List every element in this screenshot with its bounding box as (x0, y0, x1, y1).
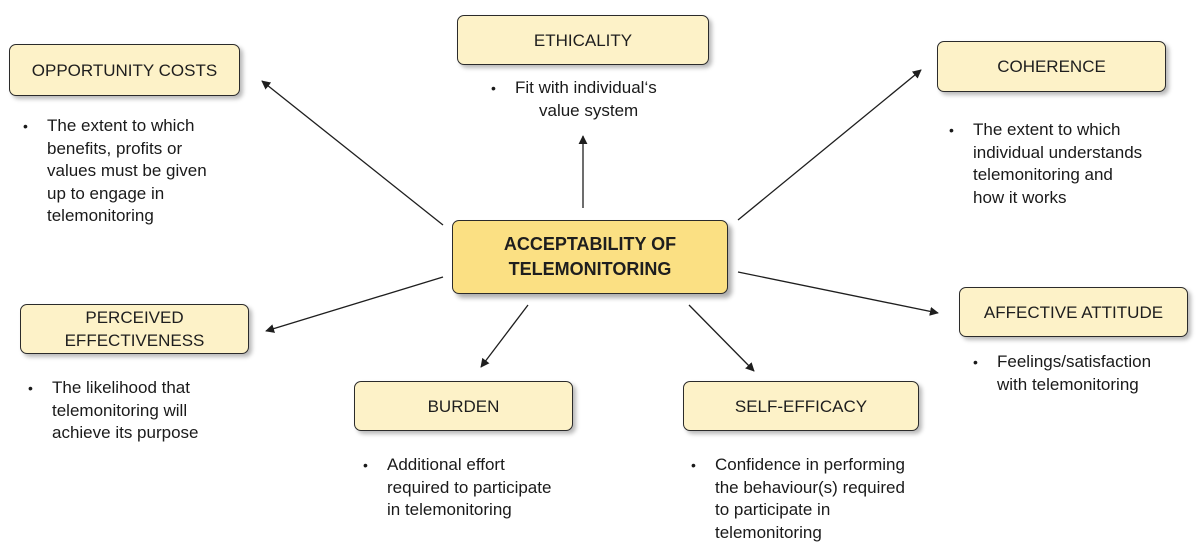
desc-line: The extent to which (47, 116, 195, 135)
desc-line: value system (539, 100, 639, 120)
center-label-line1: ACCEPTABILITY OF (503, 234, 677, 254)
desc-line: Feelings/satisfaction (997, 352, 1152, 371)
ethicality-node: ETHICALITY (457, 15, 709, 65)
opportunity-costs-description: The extent to which benefits, profits or… (23, 115, 267, 228)
perceived-effectiveness-desc-item: The likelihood that telemonitoring will … (28, 377, 272, 445)
ethicality-label: ETHICALITY (533, 30, 633, 50)
desc-line: values must be given (47, 161, 207, 180)
arrow-to-opportunity-costs (261, 80, 444, 226)
desc-line: telemonitoring (47, 206, 154, 225)
desc-line: individual understands (973, 142, 1143, 162)
perceived-effectiveness-label-line1: PERCEIVED (85, 308, 184, 327)
burden-label: BURDEN (427, 396, 500, 416)
self-efficacy-label: SELF-EFFICACY (734, 396, 868, 416)
desc-line: the behaviour(s) required (715, 477, 905, 497)
desc-line: Additional effort (387, 455, 505, 474)
affective-attitude-desc-item: Feelings/satisfaction with telemonitorin… (973, 351, 1200, 396)
center-label-line2: TELEMONITORING (508, 259, 672, 279)
arrow-to-self-efficacy (688, 304, 755, 372)
arrow-to-affective-attitude (737, 271, 939, 316)
affective-attitude-node: AFFECTIVE ATTITUDE (959, 287, 1188, 337)
desc-line: Fit with individual‘s (515, 78, 657, 97)
coherence-description: The extent to which individual understan… (949, 119, 1193, 209)
arrow-to-coherence (737, 69, 922, 221)
coherence-node: COHERENCE (937, 41, 1166, 92)
opportunity-costs-desc-item: The extent to which benefits, profits or… (23, 115, 267, 228)
desc-line: benefits, profits or (47, 138, 183, 158)
burden-node: BURDEN (354, 381, 573, 431)
ethicality-desc-item: Fit with individual‘s value system (491, 77, 715, 122)
opportunity-costs-node: OPPORTUNITY COSTS (9, 44, 240, 96)
desc-line: The likelihood that (52, 378, 190, 397)
coherence-label: COHERENCE (997, 57, 1106, 76)
desc-line: to participate in (715, 500, 831, 519)
burden-description: Additional effort required to participat… (363, 454, 617, 522)
desc-line: telemonitoring and (973, 165, 1113, 184)
desc-line: how it works (973, 187, 1067, 207)
arrow-to-burden (480, 304, 529, 368)
ethicality-description: Fit with individual‘s value system (491, 77, 715, 122)
arrow-to-perceived-effectiveness (265, 276, 444, 333)
self-efficacy-description: Confidence in performing the behaviour(s… (691, 454, 965, 544)
desc-line: up to engage in (47, 183, 165, 203)
desc-line: telemonitoring will (52, 400, 188, 420)
affective-attitude-label: AFFECTIVE ATTITUDE (983, 302, 1164, 322)
desc-line: required to participate (387, 477, 552, 497)
perceived-effectiveness-description: The likelihood that telemonitoring will … (28, 377, 272, 445)
burden-desc-item: Additional effort required to participat… (363, 454, 617, 522)
perceived-effectiveness-node: PERCEIVED EFFECTIVENESS (20, 304, 249, 354)
desc-line: The extent to which (973, 120, 1121, 139)
desc-line: with telemonitoring (997, 374, 1139, 394)
coherence-desc-item: The extent to which individual understan… (949, 119, 1193, 209)
opportunity-costs-label: OPPORTUNITY COSTS (31, 60, 218, 80)
center-node: ACCEPTABILITY OF TELEMONITORING (452, 220, 728, 294)
desc-line: in telemonitoring (387, 500, 512, 519)
self-efficacy-node: SELF-EFFICACY (683, 381, 919, 431)
desc-line: achieve its purpose (52, 423, 199, 442)
self-efficacy-desc-item: Confidence in performing the behaviour(s… (691, 454, 965, 544)
desc-line: telemonitoring (715, 522, 822, 542)
perceived-effectiveness-label-line2: EFFECTIVENESS (64, 331, 205, 350)
affective-attitude-description: Feelings/satisfaction with telemonitorin… (973, 351, 1200, 396)
desc-line: Confidence in performing (715, 455, 905, 474)
